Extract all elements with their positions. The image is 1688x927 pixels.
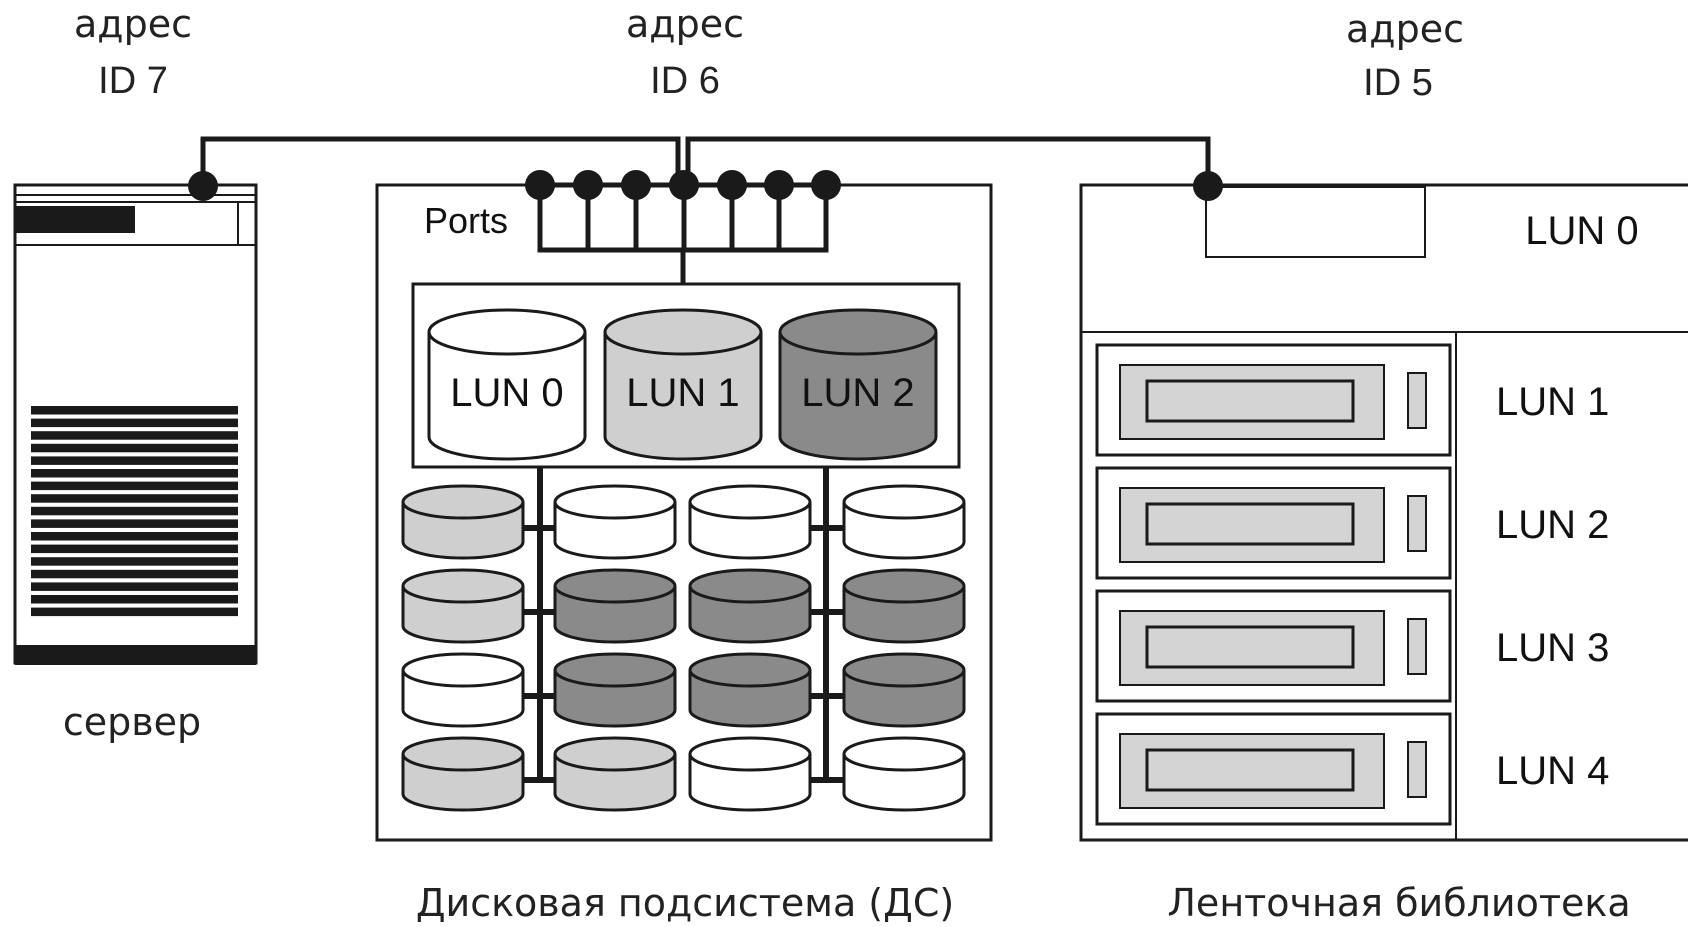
- vent-slat: [31, 582, 238, 591]
- tape-lun-label: LUN 4: [1496, 749, 1609, 793]
- disk-drive: [688, 568, 812, 644]
- lun-cylinder: [427, 308, 587, 461]
- server-address-label: адрес: [74, 2, 192, 46]
- lun-cylinder: [603, 308, 763, 461]
- tape-caption: Ленточная библиотека: [1167, 881, 1630, 925]
- vent-slat: [31, 595, 238, 604]
- disk-port-dot: [621, 170, 651, 200]
- disk-drive: [553, 652, 677, 728]
- tape-address-label: адрес: [1346, 7, 1464, 51]
- tape-slot: [1145, 625, 1355, 669]
- vent-slat: [31, 406, 238, 415]
- tape-slot: [1145, 379, 1355, 423]
- tape-lun-label: LUN 0: [1525, 209, 1638, 253]
- tape-drives: [1095, 343, 1452, 826]
- disk-drive: [553, 484, 677, 560]
- disk-internal-bus: [520, 467, 846, 783]
- disk-drive: [401, 652, 525, 728]
- server-bus-connector: [188, 171, 218, 201]
- tape-id-label: ID 5: [1363, 62, 1433, 104]
- vent-slat: [31, 469, 238, 478]
- vent-slat: [31, 607, 238, 617]
- disk-drive: [842, 736, 966, 812]
- tape-bus-connector: [1193, 171, 1223, 201]
- vent-slat: [31, 494, 238, 503]
- scsi-bus: [200, 136, 1211, 187]
- disk-port-dot: [764, 170, 794, 200]
- disk-port-dot: [717, 170, 747, 200]
- server-tower: [13, 171, 258, 665]
- disk-port-dot: [669, 170, 699, 200]
- vent-slat: [31, 481, 238, 491]
- disk-drive: [553, 568, 677, 644]
- vent-slat: [31, 431, 238, 440]
- disk-drive: [401, 736, 525, 812]
- disk-drive: [401, 568, 525, 644]
- disk-drive: [842, 484, 966, 560]
- disk-address-label: адрес: [626, 2, 744, 46]
- disk-drive: [842, 568, 966, 644]
- vent-slat: [31, 532, 238, 541]
- disk-ports-label: Ports: [424, 200, 508, 241]
- tape-library: LUN 0 LUN 1 LUN 2 LUN 3 LUN 4: [1079, 171, 1688, 842]
- vent-slat: [31, 418, 238, 428]
- server-id-label: ID 7: [98, 60, 168, 102]
- disk-port-dot: [525, 170, 555, 200]
- tape-slot: [1145, 502, 1355, 546]
- tape-lun-label: LUN 3: [1496, 626, 1609, 670]
- vent-slat: [31, 443, 238, 453]
- tape-slot: [1145, 748, 1355, 792]
- disk-subsystem: Ports LUN 0 LUN 1 LUN 2: [375, 170, 993, 842]
- disk-drive: [401, 484, 525, 560]
- vent-slat: [31, 456, 238, 465]
- disk-drive: [688, 652, 812, 728]
- disk-drive: [688, 736, 812, 812]
- lun-cylinder: [778, 308, 938, 461]
- disk-drive-grid: [401, 484, 966, 812]
- tape-robot-controller: [1205, 186, 1426, 258]
- disk-lun-cylinders: LUN 0 LUN 1 LUN 2: [427, 308, 938, 461]
- tape-lun-label: LUN 2: [1496, 503, 1609, 547]
- disk-lun-label: LUN 0: [450, 371, 563, 415]
- disk-caption: Дисковая подсистема (ДС): [416, 881, 954, 925]
- disk-ports: [525, 170, 841, 200]
- server-base: [15, 645, 256, 665]
- tape-drive: [1095, 466, 1452, 580]
- tape-drive-button: [1407, 618, 1427, 675]
- vent-slat: [31, 544, 238, 554]
- tape-drive: [1095, 712, 1452, 826]
- disk-lun-label: LUN 2: [801, 371, 914, 415]
- tape-drive-button: [1407, 495, 1427, 552]
- server-drive-bay: [15, 206, 135, 233]
- tape-drive: [1095, 343, 1452, 457]
- tape-drive: [1095, 589, 1452, 703]
- vent-slat: [31, 506, 238, 516]
- tape-drive-button: [1407, 741, 1427, 798]
- disk-id-label: ID 6: [650, 60, 720, 102]
- disk-port-dot: [811, 170, 841, 200]
- disk-lun-label: LUN 1: [626, 371, 739, 415]
- disk-drive: [553, 736, 677, 812]
- disk-drive: [688, 484, 812, 560]
- disk-drive: [842, 652, 966, 728]
- server-caption: сервер: [63, 700, 201, 744]
- vent-slat: [31, 519, 238, 528]
- server-vent-grille: [31, 406, 238, 617]
- vent-slat: [31, 569, 238, 579]
- vent-slat: [31, 557, 238, 566]
- tape-lun-label: LUN 1: [1496, 380, 1609, 424]
- disk-port-dot: [573, 170, 603, 200]
- tape-drive-button: [1407, 372, 1427, 429]
